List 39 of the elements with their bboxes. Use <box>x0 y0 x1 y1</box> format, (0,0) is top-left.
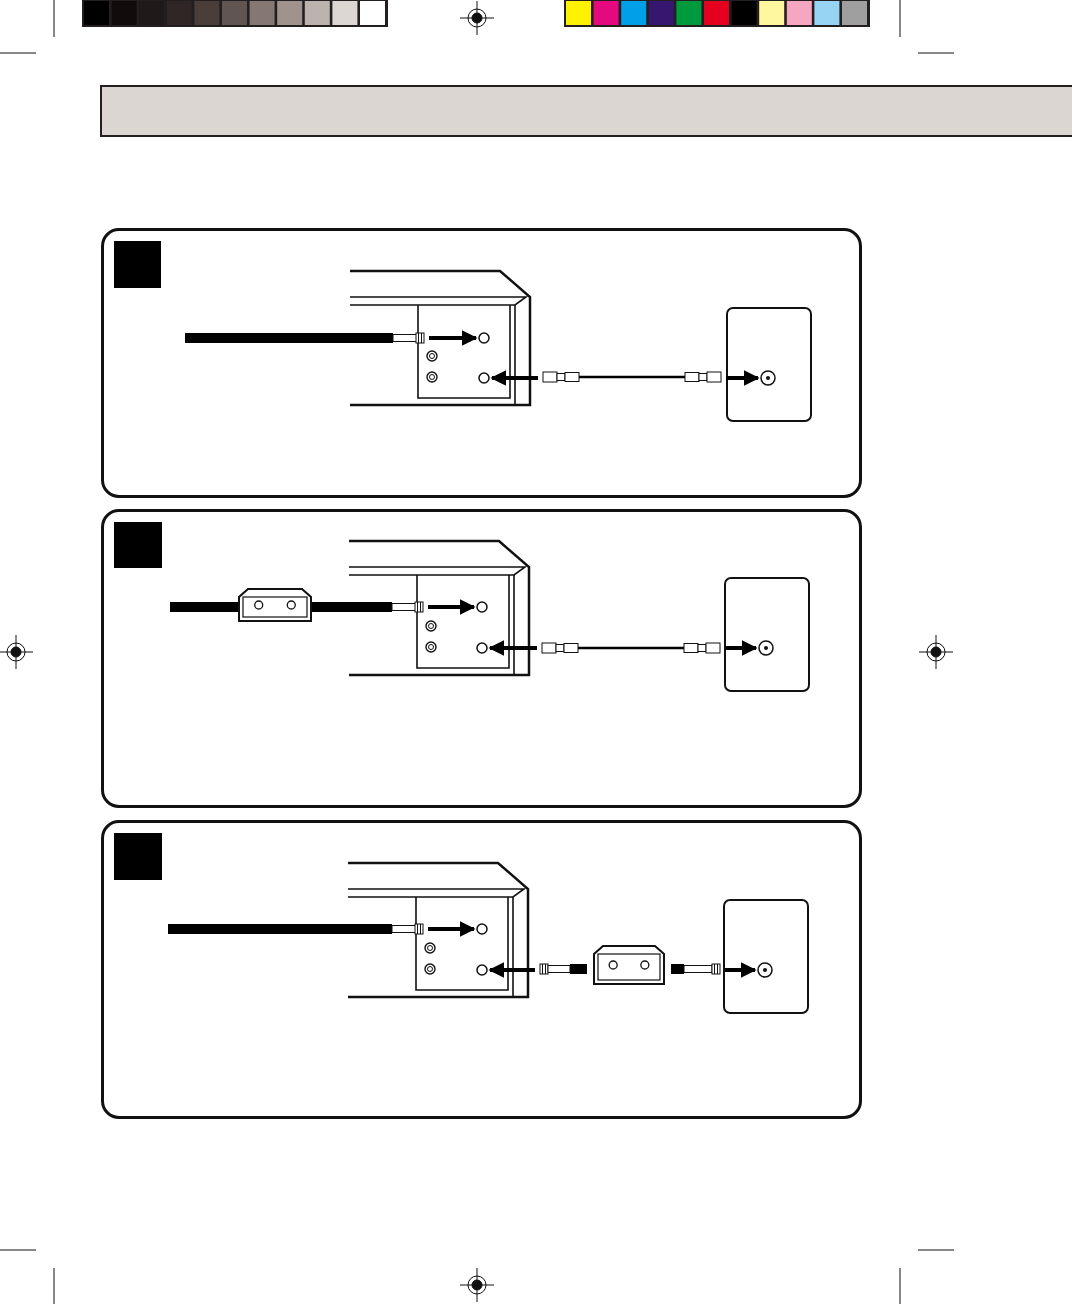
jack-icon <box>476 923 488 935</box>
vcr-drawing <box>350 270 532 406</box>
cable <box>312 601 424 613</box>
jack-icon <box>478 372 490 384</box>
arrow <box>488 962 535 978</box>
antenna-jack-icon <box>757 962 773 978</box>
step-panel <box>101 820 862 1119</box>
signal-splitter <box>238 588 312 622</box>
arrow <box>428 599 476 615</box>
vcr-drawing <box>348 862 530 998</box>
arrow <box>725 640 758 656</box>
arrow <box>428 921 476 937</box>
arrow <box>429 330 478 346</box>
jack-icon <box>478 332 490 344</box>
tv-box <box>723 899 809 1014</box>
step-panel <box>101 509 862 808</box>
cable <box>542 371 722 383</box>
step-panel <box>101 228 862 498</box>
arrow <box>725 962 757 978</box>
cable <box>168 923 424 935</box>
antenna-jack-icon <box>758 640 774 656</box>
jack-icon <box>476 964 488 976</box>
header-band <box>100 85 1072 137</box>
arrow <box>488 640 537 656</box>
vcr-drawing <box>349 540 531 676</box>
arrow <box>726 370 760 386</box>
signal-splitter <box>593 945 665 985</box>
antenna-jack-icon <box>760 370 776 386</box>
jack-icon <box>476 642 488 654</box>
step-badge <box>114 241 161 288</box>
tv-box <box>724 577 810 692</box>
tv-box <box>726 307 812 422</box>
cable <box>541 642 721 654</box>
step-badge <box>114 522 162 568</box>
arrow <box>490 370 538 386</box>
jack-icon <box>476 601 488 613</box>
step-badge <box>114 833 162 880</box>
cable <box>170 601 238 613</box>
cable <box>185 332 425 344</box>
